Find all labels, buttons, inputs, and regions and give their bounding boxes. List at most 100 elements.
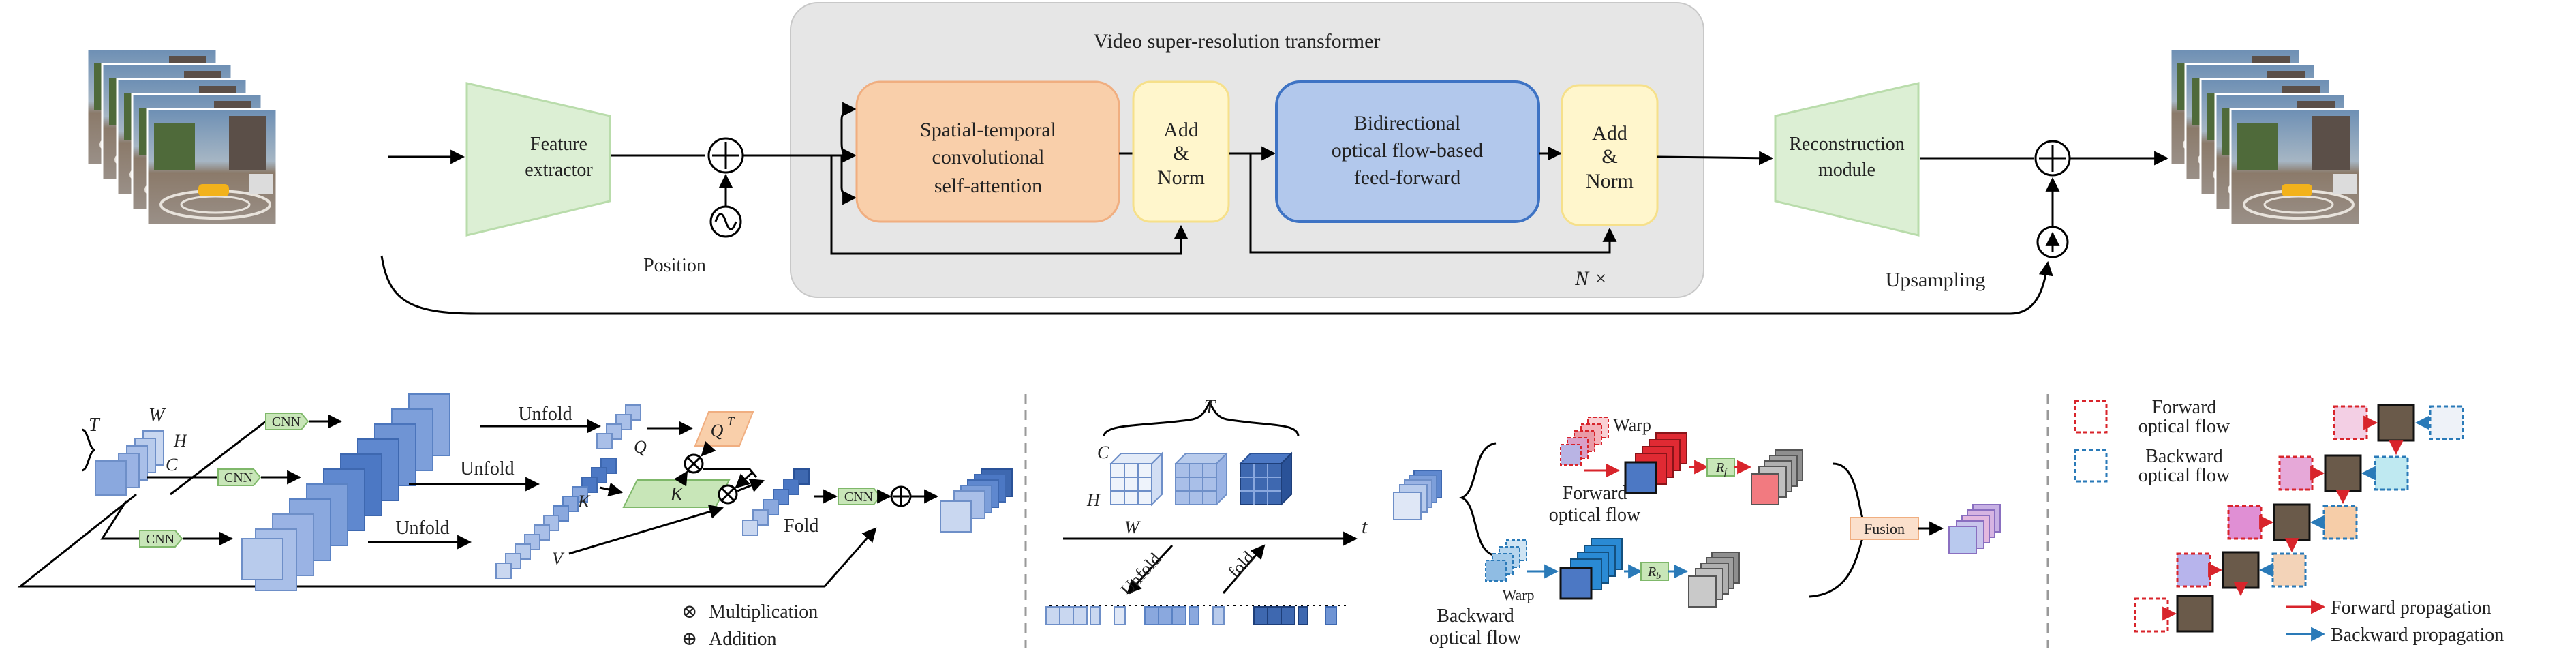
fold-label: Fold — [784, 515, 818, 537]
forward-output-stack — [1751, 449, 1803, 505]
legend-backward-propagation: Backward propagation — [2286, 625, 2504, 646]
forward-flow-line2: optical flow — [1549, 505, 1641, 526]
q-tokens — [596, 404, 641, 449]
grid-cube-2 — [1174, 451, 1229, 507]
add-symbol: ⊕ — [681, 629, 697, 650]
reconstruction-block — [1774, 82, 1920, 237]
n-times-label: N × — [1574, 267, 1608, 290]
grid-cube-3 — [1238, 451, 1293, 507]
unfold-label-3: Unfold — [395, 518, 449, 539]
output-add-node — [2034, 140, 2071, 177]
propagation-staircase — [2134, 404, 2464, 633]
b-fold-label: fold — [1225, 548, 1259, 582]
b-t-label: T — [1204, 395, 1217, 418]
legend-forward-line1: Forward — [2152, 397, 2217, 418]
add-norm-2-line1: Add — [1592, 122, 1627, 145]
warp-backward-stack — [1485, 539, 1527, 582]
transformer-panel — [790, 2, 1704, 298]
operation-legend: ⊗ Multiplication ⊕ Addition — [681, 601, 818, 650]
rb-sub: b — [1656, 571, 1661, 582]
fused-output-stack — [1948, 504, 2001, 554]
cnn-tag-3-label: CNN — [146, 532, 174, 547]
add-norm-2-line3: Norm — [1586, 170, 1634, 192]
input-frames — [86, 48, 278, 226]
input-feature-stack — [95, 430, 164, 496]
cnn-tag-1: CNN — [265, 413, 309, 430]
qt-box: Q T — [694, 411, 754, 447]
legend-backward-flow: Backward optical flow — [2074, 446, 2230, 486]
upsampling-node — [2036, 226, 2069, 258]
rf-label: R — [1715, 460, 1724, 475]
b-unfold-label: Unfold — [1117, 549, 1165, 599]
legend-forward-propagation: Forward propagation — [2286, 597, 2491, 618]
warp-forward-stack — [1560, 417, 1609, 466]
cnn-tag-3: CNN — [139, 530, 183, 548]
add-norm-2-line2: & — [1601, 145, 1617, 168]
unfolded-token-row — [1045, 606, 1337, 625]
stcsa-line2: convolutional — [932, 146, 1045, 168]
rf-sub: f — [1724, 467, 1728, 477]
add-norm-1-line2: & — [1173, 142, 1189, 164]
unfold-label-2: Unfold — [460, 458, 514, 479]
forward-flow-line1: Forward — [1563, 483, 1627, 504]
feature-extractor-block — [465, 82, 611, 237]
multiplication-label: Multiplication — [709, 601, 818, 623]
k-small-label: K — [577, 492, 591, 511]
b-w-label: W — [1124, 518, 1141, 537]
b-axis-label: t — [1362, 515, 1368, 538]
a-w-label: W — [149, 405, 166, 426]
legend-forward-flow: Forward optical flow — [2074, 397, 2230, 437]
k-box-label: K — [670, 484, 684, 505]
stcsa-line1: Spatial-temporal — [920, 119, 1056, 141]
backward-flow-line1: Backward — [1437, 605, 1514, 627]
forward-propagation-label: Forward propagation — [2331, 597, 2491, 618]
upsampling-label: Upsampling — [1886, 269, 1986, 291]
propagation-arrows — [2162, 415, 2429, 621]
position-encoding-node — [709, 205, 742, 238]
bofff-line2: optical flow-based — [1332, 139, 1483, 162]
bofff-line1: Bidirectional — [1354, 112, 1461, 134]
mult-node-1 — [684, 453, 704, 474]
forward-feature-stack — [1624, 432, 1687, 494]
q-label: Q — [634, 437, 647, 457]
a-c-label: C — [166, 455, 178, 475]
rb-tag: R b — [1640, 562, 1669, 582]
c-input-stack — [1393, 470, 1442, 520]
add-norm-1-line1: Add — [1163, 119, 1199, 141]
fold-tokens — [742, 468, 810, 536]
legend-backward-line2: optical flow — [2138, 465, 2230, 486]
position-add-node — [707, 137, 744, 174]
backward-flow-line2: optical flow — [1430, 627, 1522, 648]
panel-bidirectional-flow: Warp Forward optical flow R f — [1393, 415, 2001, 648]
mult-symbol: ⊗ — [681, 601, 697, 623]
cnn-tag-1-label: CNN — [272, 415, 301, 430]
feature-extractor-line2: extractor — [525, 160, 593, 181]
warp-top-label: Warp — [1613, 415, 1651, 435]
addition-label: Addition — [709, 629, 777, 650]
position-label: Position — [643, 255, 706, 276]
legend-forward-line2: optical flow — [2138, 416, 2230, 437]
warp-bottom-label: Warp — [1502, 586, 1534, 603]
rb-label: R — [1647, 565, 1656, 580]
panel-unfold-fold: T C H W — [1045, 395, 1368, 625]
big-feature-stack — [241, 393, 450, 591]
backward-propagation-label: Backward propagation — [2331, 625, 2504, 646]
cnn-tag-2-label: CNN — [224, 470, 253, 485]
cnn-tag-4-label: CNN — [844, 490, 873, 505]
fusion-tag: Fusion — [1850, 517, 1919, 540]
unfold-label-1: Unfold — [518, 404, 572, 425]
bidirectional-ff-block — [1275, 80, 1540, 223]
add-norm-block-1 — [1132, 80, 1230, 223]
add-norm-1-line3: Norm — [1157, 166, 1205, 189]
qt-label: Q — [711, 421, 724, 440]
v-label: V — [552, 549, 565, 569]
transformer-title: Video super-resolution transformer — [1094, 30, 1381, 53]
panel-stcsa-detail: T W H C CNN CNN CNN — [17, 393, 1013, 650]
bofff-line3: feed-forward — [1354, 166, 1461, 189]
reconstruction-line1: Reconstruction — [1789, 134, 1905, 155]
add-node-a — [890, 485, 912, 507]
add-norm-block-2 — [1561, 84, 1659, 226]
k-tokens — [495, 458, 617, 579]
b-c-label: C — [1097, 443, 1109, 462]
